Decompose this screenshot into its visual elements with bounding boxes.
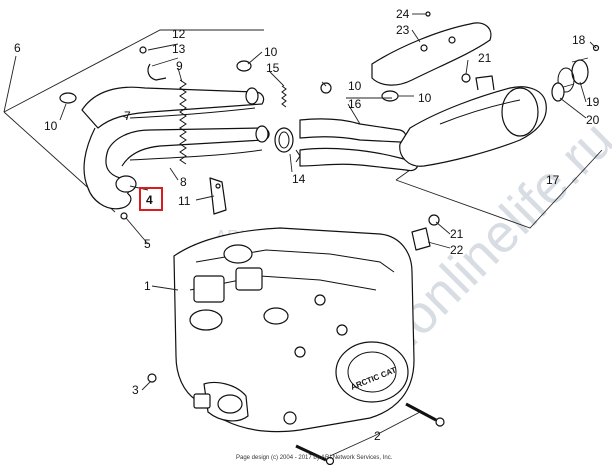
part-label-4[interactable]: 4 — [146, 193, 153, 207]
part-label-13[interactable]: 13 — [172, 42, 186, 56]
part-label-10[interactable]: 10 — [418, 91, 432, 105]
part-label-2[interactable]: 2 — [374, 429, 381, 443]
spring-clip — [147, 63, 167, 81]
part-label-20[interactable]: 20 — [586, 113, 600, 127]
heat-shield — [371, 22, 492, 86]
part-label-14[interactable]: 14 — [292, 172, 306, 186]
part-label-3[interactable]: 3 — [132, 383, 139, 397]
mount-bracket — [209, 177, 227, 215]
part-label-19[interactable]: 19 — [586, 95, 600, 109]
part-label-24[interactable]: 24 — [396, 7, 410, 21]
muffler-bracket — [395, 149, 603, 229]
part-label-5[interactable]: 5 — [144, 237, 151, 251]
part-label-1[interactable]: 1 — [144, 279, 151, 293]
bolt — [139, 46, 147, 54]
clamp — [59, 92, 77, 104]
highlight-box — [139, 187, 163, 211]
engine: ARCTIC CAT — [173, 227, 415, 433]
part-label-7[interactable]: 7 — [124, 109, 131, 123]
part-label-10[interactable]: 10 — [44, 119, 58, 133]
part-label-10[interactable]: 10 — [264, 45, 278, 59]
part-label-23[interactable]: 23 — [396, 23, 410, 37]
part-label-18[interactable]: 18 — [572, 33, 586, 47]
part-label-15[interactable]: 15 — [266, 61, 280, 75]
mid-pipe — [299, 82, 418, 172]
hanger — [475, 75, 495, 91]
gasket-inner — [278, 131, 290, 149]
part-label-6[interactable]: 6 — [14, 41, 21, 55]
spring — [179, 79, 187, 165]
gasket — [274, 127, 294, 153]
part-label-16[interactable]: 16 — [348, 97, 362, 111]
copyright-notice: Page design (c) 2004 - 2017 by ARI Netwo… — [236, 455, 393, 461]
screw — [147, 373, 157, 383]
part-label-11[interactable]: 11 — [178, 194, 191, 208]
part-label-21[interactable]: 21 — [450, 227, 464, 241]
screw — [425, 11, 431, 17]
bolt — [405, 402, 445, 427]
part-label-10[interactable]: 10 — [348, 79, 362, 93]
part-label-8[interactable]: 8 — [180, 175, 187, 189]
clamp — [236, 60, 252, 72]
leader-lines — [3, 13, 597, 457]
part-label-17[interactable]: 17 — [546, 173, 560, 187]
screw — [120, 212, 128, 220]
part-label-21[interactable]: 21 — [478, 51, 492, 65]
part-label-22[interactable]: 22 — [450, 243, 464, 257]
part-labels: 6 12 13 9 10 15 10 10 16 10 7 8 11 14 24… — [14, 7, 600, 443]
muffler — [399, 86, 547, 167]
gasket — [551, 82, 565, 102]
grommet — [461, 73, 471, 83]
header-pipe — [81, 86, 270, 210]
spring — [281, 85, 287, 108]
mount-plate — [411, 227, 431, 251]
part-label-12[interactable]: 12 — [172, 27, 186, 41]
part-label-9[interactable]: 9 — [176, 59, 183, 73]
